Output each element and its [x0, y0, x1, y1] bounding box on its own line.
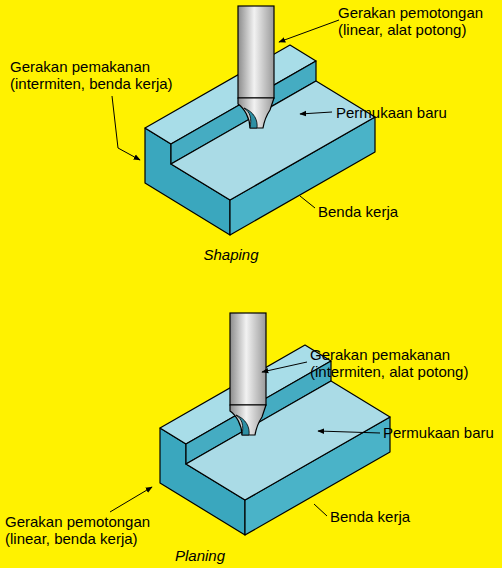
motion-label: Gerakan pemotongan (linear, alat potong)	[338, 4, 498, 38]
motion-label: Gerakan pemotongan (linear, benda kerja)	[5, 513, 185, 547]
part-label: Benda kerja	[318, 203, 398, 220]
motion-label: Gerakan pemakanan (intermiten, benda ker…	[10, 58, 188, 92]
motion-label: Gerakan pemakanan (intermiten, alat poto…	[310, 346, 495, 380]
cutting-tool-planing	[230, 313, 266, 435]
figure-caption: Planing	[175, 547, 225, 564]
leader-lines	[110, 20, 380, 516]
figure-caption: Shaping	[203, 246, 258, 263]
part-label: Benda kerja	[330, 508, 410, 525]
part-label: Permukaan baru	[336, 104, 447, 121]
cutting-tool-shaping	[238, 6, 274, 128]
part-label: Permukaan baru	[383, 424, 494, 441]
